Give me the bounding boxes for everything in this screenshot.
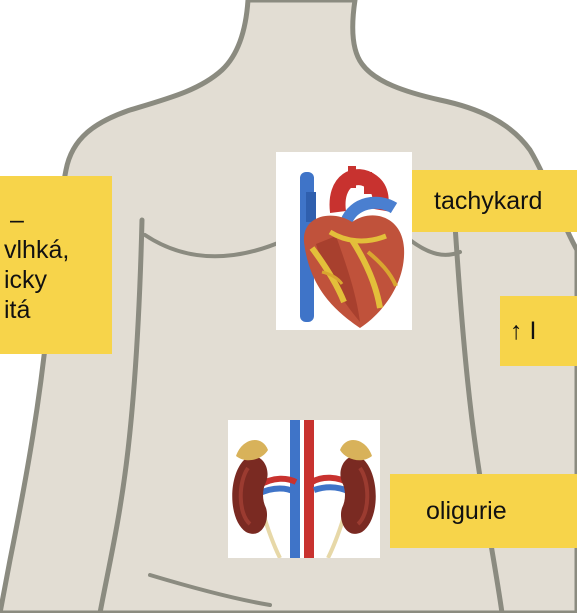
- right-label: ↑ I: [500, 296, 577, 366]
- skin-label-line-4: itá: [4, 295, 30, 325]
- skin-label: – vlhká, icky itá: [0, 176, 112, 354]
- heart-image: [276, 152, 412, 330]
- heart-label-text: tachykard: [434, 187, 542, 216]
- kidney-label: oligurie: [390, 474, 577, 548]
- skin-label-line-1: –: [4, 205, 24, 235]
- heart-icon: [276, 152, 412, 330]
- skin-label-line-2: vlhká,: [4, 235, 69, 265]
- right-label-text: ↑ I: [510, 317, 536, 346]
- kidney-label-text: oligurie: [426, 497, 507, 526]
- skin-label-line-3: icky: [4, 265, 47, 295]
- kidneys-icon: [228, 420, 380, 558]
- heart-label: tachykard: [412, 170, 577, 232]
- kidney-image: [228, 420, 380, 558]
